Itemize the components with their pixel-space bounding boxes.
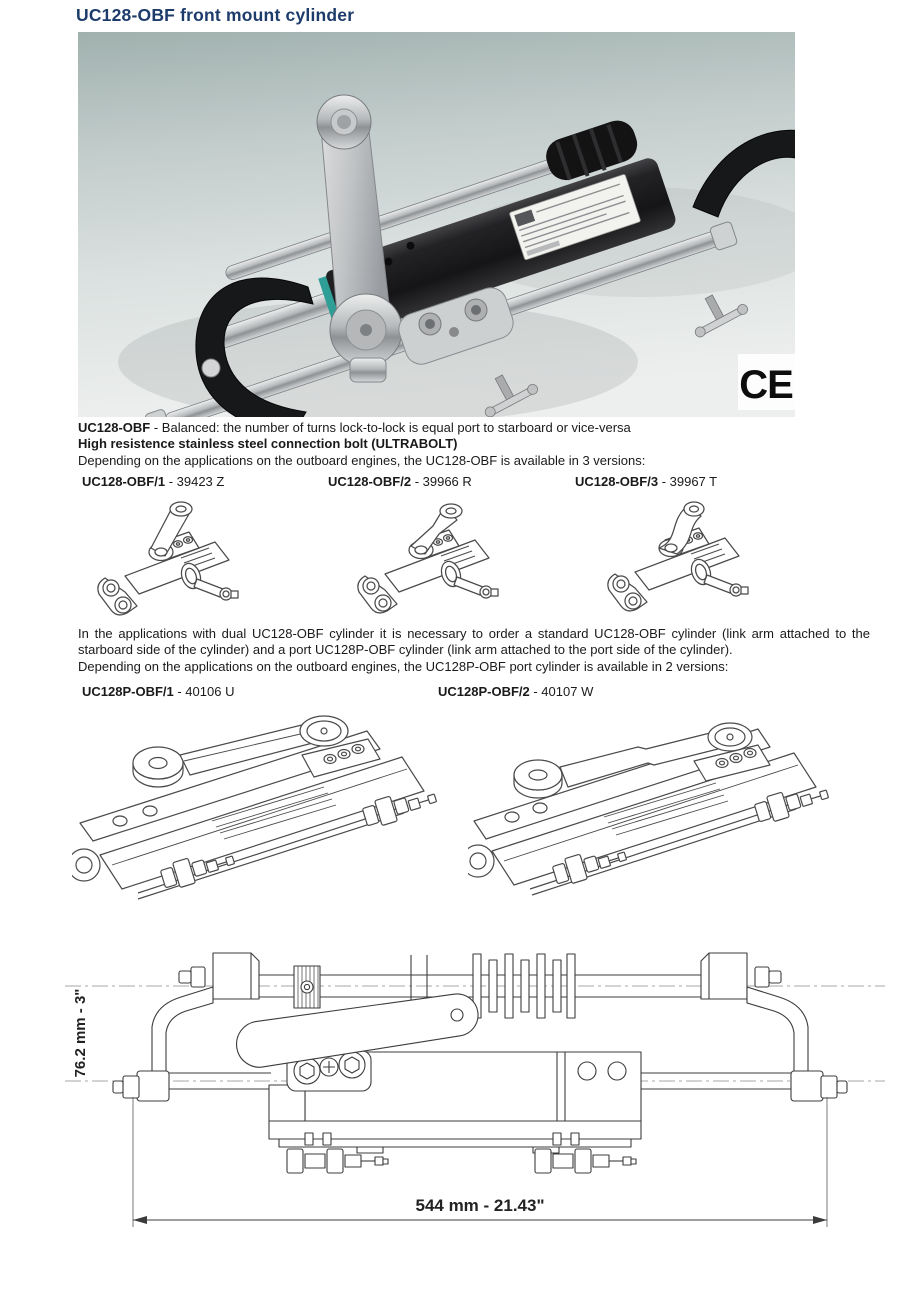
dual-cylinder-text: In the applications with dual UC128-OBF … xyxy=(78,626,870,675)
dual-line: Depending on the applications on the out… xyxy=(78,658,729,674)
drawing-port-version-1 xyxy=(72,703,487,908)
version-label-1: UC128-OBF/1 - 39423 Z xyxy=(82,474,225,489)
port-version-label-1: UC128P-OBF/1 - 40106 U xyxy=(82,684,235,699)
ce-mark-text: CE xyxy=(739,363,793,407)
page-title: UC128-OBF front mount cylinder xyxy=(76,5,355,25)
intro-line-1: UC128-OBF - Balanced: the number of turn… xyxy=(78,420,631,435)
intro-line-2: High resistence stainless steel connecti… xyxy=(78,436,458,452)
dimension-width-label: 544 mm - 21.43" xyxy=(415,1196,544,1215)
rubber-boot xyxy=(546,120,638,181)
dimension-height-label: 76.2 mm - 3" xyxy=(72,989,89,1078)
bleed-fitting-left xyxy=(484,374,538,417)
product-photo: CE xyxy=(78,32,795,417)
version-label-2: UC128-OBF/2 - 39966 R xyxy=(328,474,472,489)
port-link-arm xyxy=(132,715,381,788)
bracket-left xyxy=(112,952,260,1102)
drawing-version-1 xyxy=(85,496,250,618)
dimension-height: 76.2 mm - 3" xyxy=(72,989,89,1078)
bolt-plate xyxy=(286,1050,372,1092)
mount-plate xyxy=(398,287,514,365)
intro-line-3: Depending on the applications on the out… xyxy=(78,452,646,468)
product-photo-illustration: CE xyxy=(78,32,795,417)
lower-rod xyxy=(165,1072,795,1090)
link-arm-v2 xyxy=(410,503,463,555)
product-label xyxy=(509,174,641,261)
ce-mark: CE xyxy=(738,354,795,410)
link-arm-v1 xyxy=(150,501,193,557)
link-arm xyxy=(316,94,403,383)
link-arm xyxy=(236,993,479,1068)
link-arm-v3 xyxy=(658,501,705,555)
knurled-adjuster xyxy=(293,965,321,1009)
bellows xyxy=(472,953,576,1019)
dual-paragraph: In the applications with dual UC128-OBF … xyxy=(78,626,870,658)
bleed-fitting-right xyxy=(694,294,748,338)
right-mount-bracket xyxy=(692,129,795,218)
port-link-arm xyxy=(513,722,771,799)
left-mount-bracket xyxy=(195,277,314,417)
dimension-width: 544 mm - 21.43" xyxy=(132,1097,828,1227)
technical-drawing: 544 mm - 21.43" 76.2 mm - 3" xyxy=(65,925,895,1245)
drawing-version-2 xyxy=(345,494,510,616)
bracket-right xyxy=(700,952,848,1102)
port-version-label-2: UC128P-OBF/2 - 40107 W xyxy=(438,684,594,699)
version-label-3: UC128-OBF/3 - 39967 T xyxy=(575,474,718,489)
drawing-port-version-2 xyxy=(468,703,883,908)
drawing-version-3 xyxy=(595,492,760,614)
intro-text: UC128-OBF - Balanced: the number of turn… xyxy=(78,420,878,469)
